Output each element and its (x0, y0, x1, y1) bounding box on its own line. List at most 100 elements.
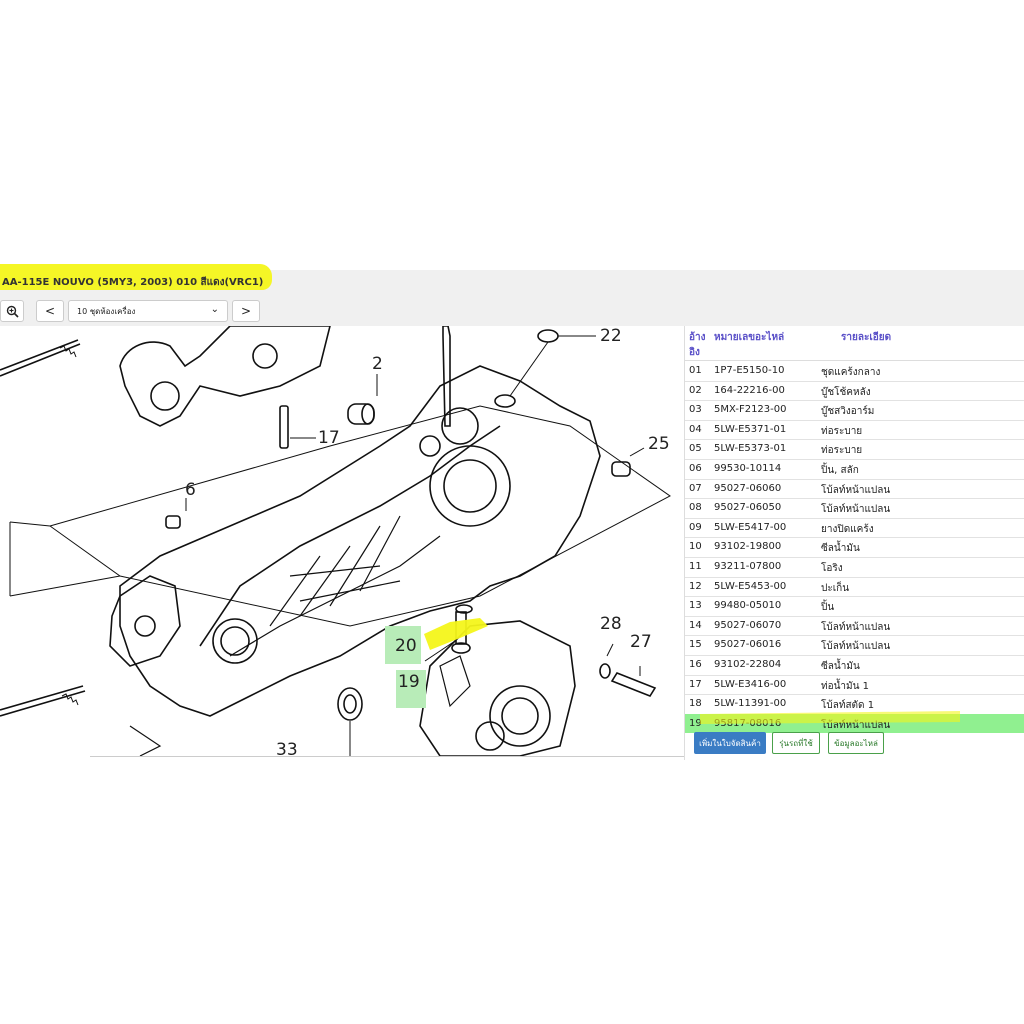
zoom-in-icon (6, 305, 19, 318)
part-number-cell: 5LW-E5373-01 (714, 443, 787, 455)
ref-cell: 12 (689, 580, 702, 592)
part-number-cell: 164-22216-00 (714, 384, 785, 396)
chevron-right-icon: > (240, 304, 252, 318)
part-number-cell: 95027-06016 (714, 639, 782, 651)
description-cell: โบ้ลท์หน้าแปลน (821, 504, 891, 516)
diagram-scrollbar[interactable] (90, 756, 684, 761)
description-cell: ท่อระบาย (821, 445, 863, 457)
part-info-button[interactable]: ข้อมูลอะไหล่ (828, 732, 884, 754)
ref-cell: 18 (689, 698, 702, 710)
callout-25[interactable]: 25 (648, 434, 670, 454)
row-19-marker (700, 711, 960, 724)
ref-cell: 13 (689, 600, 702, 612)
page-title: AA-115E NOUVO (5MY3, 2003) 010 สีแดง(VRC… (2, 277, 264, 288)
part-number-cell: 99530-10114 (714, 463, 782, 474)
description-cell: ซีลน้ำมัน (821, 661, 860, 672)
description-cell: โบ้ลท์หน้าแปลน (821, 484, 891, 496)
table-row[interactable]: 09 5LW-E5417-00 ยางปิดแคร้ง (685, 518, 1024, 539)
description-cell: บู๊ชสวิงอาร์ม (821, 406, 875, 418)
callout-20-highlight (385, 626, 421, 664)
parts-diagram[interactable]: 2 6 17 20 19 22 25 27 28 33 (0, 326, 684, 756)
add-to-order-button[interactable]: เพิ่มในใบจัดสินค้า (694, 732, 766, 754)
part-number-cell: 5LW-E5453-00 (714, 580, 787, 592)
description-cell: บู๊ชโช้คหลัง (821, 386, 871, 398)
part-number-cell: 95027-06050 (714, 502, 782, 514)
description-cell: ปิ้น, สลัก (821, 465, 859, 476)
parts-table: อ้าง อิง หมายเลขอะไหล่ รายละเอียด 01 1P7-… (684, 326, 1024, 760)
part-number-cell: 95027-06070 (714, 619, 782, 631)
section-select[interactable]: 10 ชุดห้องเครื่อง ⌄ (68, 300, 228, 322)
chevron-down-icon: ⌄ (210, 304, 219, 315)
table-row[interactable]: 01 1P7-E5150-10 ชุดแคร้งกลาง (685, 361, 1024, 382)
callout-17[interactable]: 17 (318, 428, 340, 448)
callout-6[interactable]: 6 (185, 480, 196, 500)
part-number-cell: 5MX-F2123-00 (714, 404, 787, 416)
ref-cell: 03 (689, 404, 702, 416)
part-number-cell: 5LW-E3416-00 (714, 678, 787, 690)
table-row[interactable]: 06 99530-10114 ปิ้น, สลัก (685, 459, 1024, 480)
table-row[interactable]: 15 95027-06016 โบ้ลท์หน้าแปลน (685, 635, 1024, 656)
description-cell: ปิ้น (821, 602, 835, 614)
description-cell: โบ้ลท์สตัด 1 (821, 700, 875, 712)
table-row[interactable]: 12 5LW-E5453-00 ปะเก็น (685, 577, 1024, 598)
next-button[interactable]: > (232, 300, 260, 322)
part-number-cell: 5LW-11391-00 (714, 698, 787, 710)
prev-button[interactable]: < (36, 300, 64, 322)
ref-cell: 08 (689, 502, 702, 514)
ref-cell: 04 (689, 423, 702, 435)
part-number-cell: 5LW-E5371-01 (714, 423, 787, 435)
part-number-cell: 99480-05010 (714, 600, 782, 612)
part-number-cell: 93211-07800 (714, 561, 782, 572)
table-row[interactable]: 03 5MX-F2123-00 บู๊ชสวิงอาร์ม (685, 400, 1024, 421)
section-select-value: 10 ชุดห้องเครื่อง (77, 306, 136, 316)
callout-22[interactable]: 22 (600, 326, 622, 346)
part-number-cell: 1P7-E5150-10 (714, 365, 785, 376)
ref-cell: 11 (689, 561, 702, 572)
callout-19-highlight (396, 670, 426, 708)
table-row[interactable]: 11 93211-07800 โอริง (685, 557, 1024, 578)
crankcase-drawing (0, 326, 671, 756)
ref-cell: 05 (689, 443, 702, 455)
part-number-cell: 5LW-E5417-00 (714, 521, 787, 533)
ref-cell: 01 (689, 365, 702, 376)
description-cell: ท่อน้ำมัน 1 (821, 680, 870, 692)
description-cell: โบ้ลท์หน้าแปลน (821, 719, 891, 731)
parts-table-header: อ้าง อิง หมายเลขอะไหล่ รายละเอียด (685, 326, 1024, 361)
bolt-19-highlight (424, 618, 488, 650)
description-cell: ชุดแคร้งกลาง (821, 367, 881, 378)
description-cell: ท่อระบาย (821, 425, 863, 437)
compatible-models-button[interactable]: รุ่นรถที่ใช้ (772, 732, 820, 754)
description-cell: โบ้ลท์หน้าแปลน (821, 641, 891, 653)
description-cell: ปะเก็น (821, 582, 850, 594)
header-part-no: หมายเลขอะไหล่ (714, 332, 785, 343)
header-ref-line1: อ้าง (689, 332, 706, 343)
callout-19[interactable]: 19 (398, 672, 420, 692)
ref-cell: 14 (689, 619, 702, 631)
part-number-cell: 93102-19800 (714, 541, 782, 553)
part-number-cell: 93102-22804 (714, 659, 782, 670)
zoom-button[interactable] (0, 300, 24, 322)
table-row[interactable]: 08 95027-06050 โบ้ลท์หน้าแปลน (685, 498, 1024, 519)
ref-cell: 15 (689, 639, 702, 651)
description-cell: ซีลน้ำมัน (821, 543, 860, 555)
table-row[interactable]: 05 5LW-E5373-01 ท่อระบาย (685, 439, 1024, 460)
ref-cell: 07 (689, 482, 702, 494)
callout-33[interactable]: 33 (276, 740, 298, 756)
callout-2[interactable]: 2 (372, 354, 383, 374)
header-ref-line2: อิง (689, 347, 700, 358)
callout-28[interactable]: 28 (600, 614, 622, 634)
ref-cell: 09 (689, 521, 702, 533)
callout-20[interactable]: 20 (395, 636, 417, 656)
table-row[interactable]: 04 5LW-E5371-01 ท่อระบาย (685, 420, 1024, 441)
ref-cell: 06 (689, 463, 702, 474)
description-cell: ยางปิดแคร้ง (821, 523, 874, 535)
description-cell: โอริง (821, 563, 843, 574)
callout-27[interactable]: 27 (630, 632, 652, 652)
table-row[interactable]: 13 99480-05010 ปิ้น (685, 596, 1024, 617)
